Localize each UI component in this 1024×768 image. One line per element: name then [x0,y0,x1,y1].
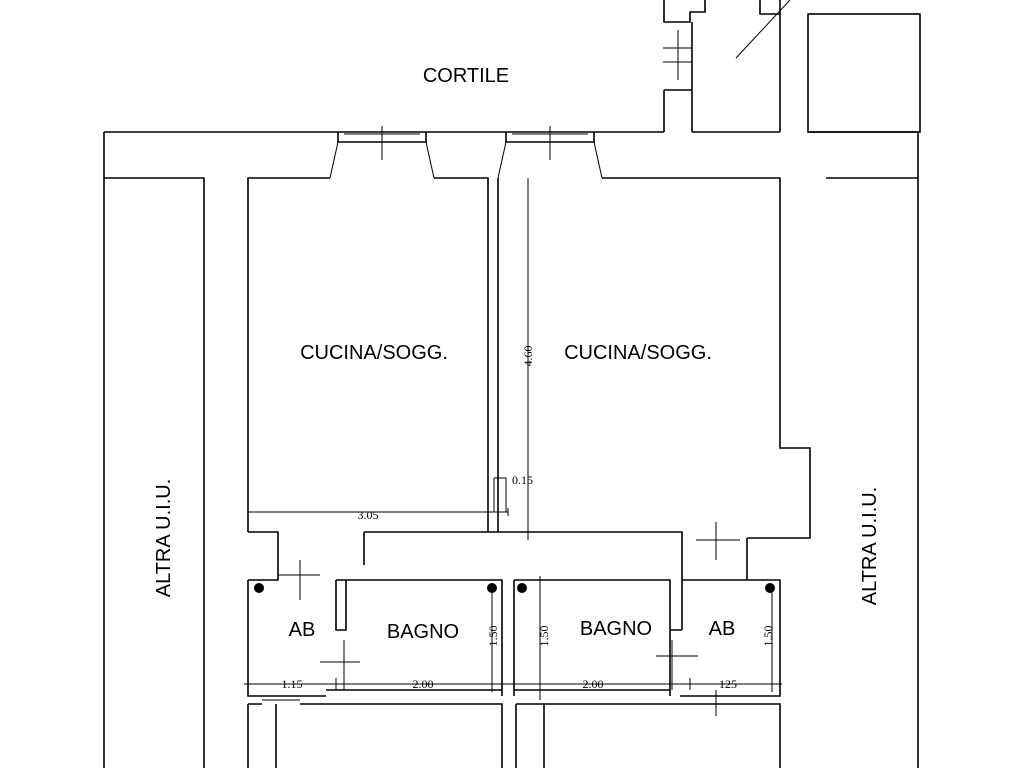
bath-left-label: BAGNO [387,621,459,643]
dimension-lines [244,178,782,700]
corridor [248,531,811,580]
dim-bath-left-width: 2.00 [413,677,434,691]
kitchen-right-room [497,177,811,532]
courtyard-structures [663,0,921,133]
courtyard-label: CORTILE [423,65,509,87]
bathroom-block-left [247,560,503,697]
dim-kitchen-depth: 4.60 [521,346,535,367]
kitchen-right-label: CUCINA/SOGG. [564,342,712,364]
dim-ab-right-width: 125 [719,677,737,691]
window-right [497,126,603,179]
dim-ab-left-width: 1.15 [282,677,303,691]
bathroom-block-right [513,522,781,697]
dim-kitchen-width: 3.05 [358,508,379,522]
kitchen-left-label: CUCINA/SOGG. [300,342,448,364]
lower-rooms [247,690,781,768]
ab-right-label: AB [709,618,736,640]
dim-bath-right-width: 2.00 [583,677,604,691]
other-unit-right-label: ALTRA U.I.U. [859,487,881,606]
outer-walls [103,131,919,768]
dim-height-ab-right: 1.50 [761,626,775,647]
ab-left-label: AB [289,619,316,641]
dim-wall-offset: 0.15 [512,473,533,487]
bath-right-label: BAGNO [580,618,652,640]
dim-height-bath-right: 1.50 [537,626,551,647]
other-unit-left-label: ALTRA U.I.U. [153,479,175,598]
window-left [329,126,435,179]
dim-height-ab-left: 1.50 [486,626,500,647]
kitchen-left-room [247,177,489,532]
